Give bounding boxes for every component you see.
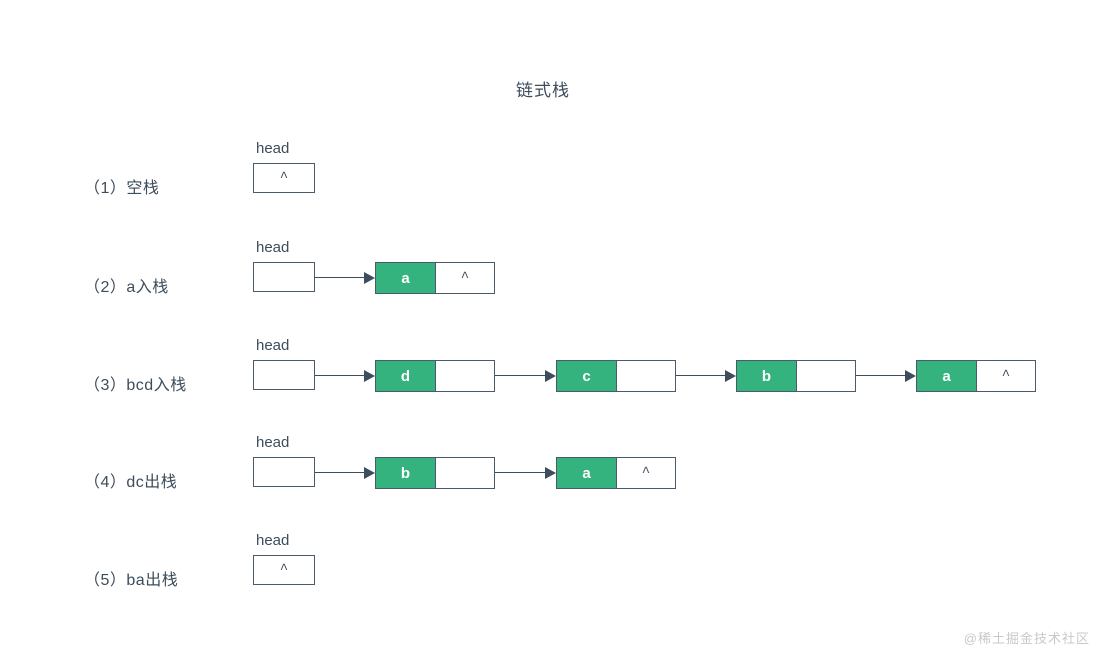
node-data-cell: b [376,458,436,488]
arrow-head-icon [905,370,916,382]
row-label: （4）dc出栈 [84,474,178,491]
arrow-line [495,472,546,474]
pointer-arrow [315,370,375,382]
arrow-head-icon [545,467,556,479]
head-box: ^ [253,555,315,585]
row-label: （5）ba出栈 [84,572,179,589]
pointer-arrow [676,370,736,382]
row-label: （3）bcd入栈 [84,377,187,394]
row-label: （2）a入栈 [84,279,169,296]
node-next-cell [436,458,494,488]
list-node: d [375,360,495,392]
arrow-head-icon [364,467,375,479]
arrow-head-icon [725,370,736,382]
node-next-cell [797,361,855,391]
diagram-row: （1）空栈 head ^ [0,133,1112,233]
arrow-line [315,472,365,474]
head-box [253,262,315,292]
head-label: head [256,532,290,549]
node-data-cell: a [376,263,436,293]
list-node: a^ [916,360,1036,392]
head-label: head [256,337,290,354]
diagram-row: （3）bcd入栈 head d c b a^ [0,330,1112,430]
arrow-line [495,375,546,377]
node-next-cell: ^ [617,458,675,488]
node-data-cell: b [737,361,797,391]
watermark: @稀土掘金技术社区 [963,631,1090,646]
list-node: c [556,360,676,392]
node-data-cell: c [557,361,617,391]
arrow-line [315,277,365,279]
pointer-arrow [856,370,916,382]
list-node: b [375,457,495,489]
pointer-arrow [315,272,375,284]
head-box: ^ [253,163,315,193]
arrow-line [856,375,906,377]
list-node: a^ [556,457,676,489]
list-node: a^ [375,262,495,294]
diagram-row: （2）a入栈 head a^ [0,232,1112,332]
diagram-row: （4）dc出栈 head b a^ [0,427,1112,527]
row-label: （1）空栈 [84,180,160,197]
arrow-line [676,375,726,377]
arrow-line [315,375,365,377]
head-box [253,457,315,487]
node-data-cell: a [917,361,977,391]
node-next-cell [617,361,675,391]
page-title: 链式栈 [516,81,570,100]
node-next-cell [436,361,494,391]
list-node: b [736,360,856,392]
head-label: head [256,239,290,256]
head-label: head [256,140,290,157]
pointer-arrow [495,370,556,382]
node-next-cell: ^ [977,361,1035,391]
arrow-head-icon [364,370,375,382]
arrow-head-icon [364,272,375,284]
node-data-cell: d [376,361,436,391]
diagram-row: （5）ba出栈 head ^ [0,525,1112,625]
node-data-cell: a [557,458,617,488]
arrow-head-icon [545,370,556,382]
head-label: head [256,434,290,451]
node-next-cell: ^ [436,263,494,293]
pointer-arrow [495,467,556,479]
pointer-arrow [315,467,375,479]
head-box [253,360,315,390]
